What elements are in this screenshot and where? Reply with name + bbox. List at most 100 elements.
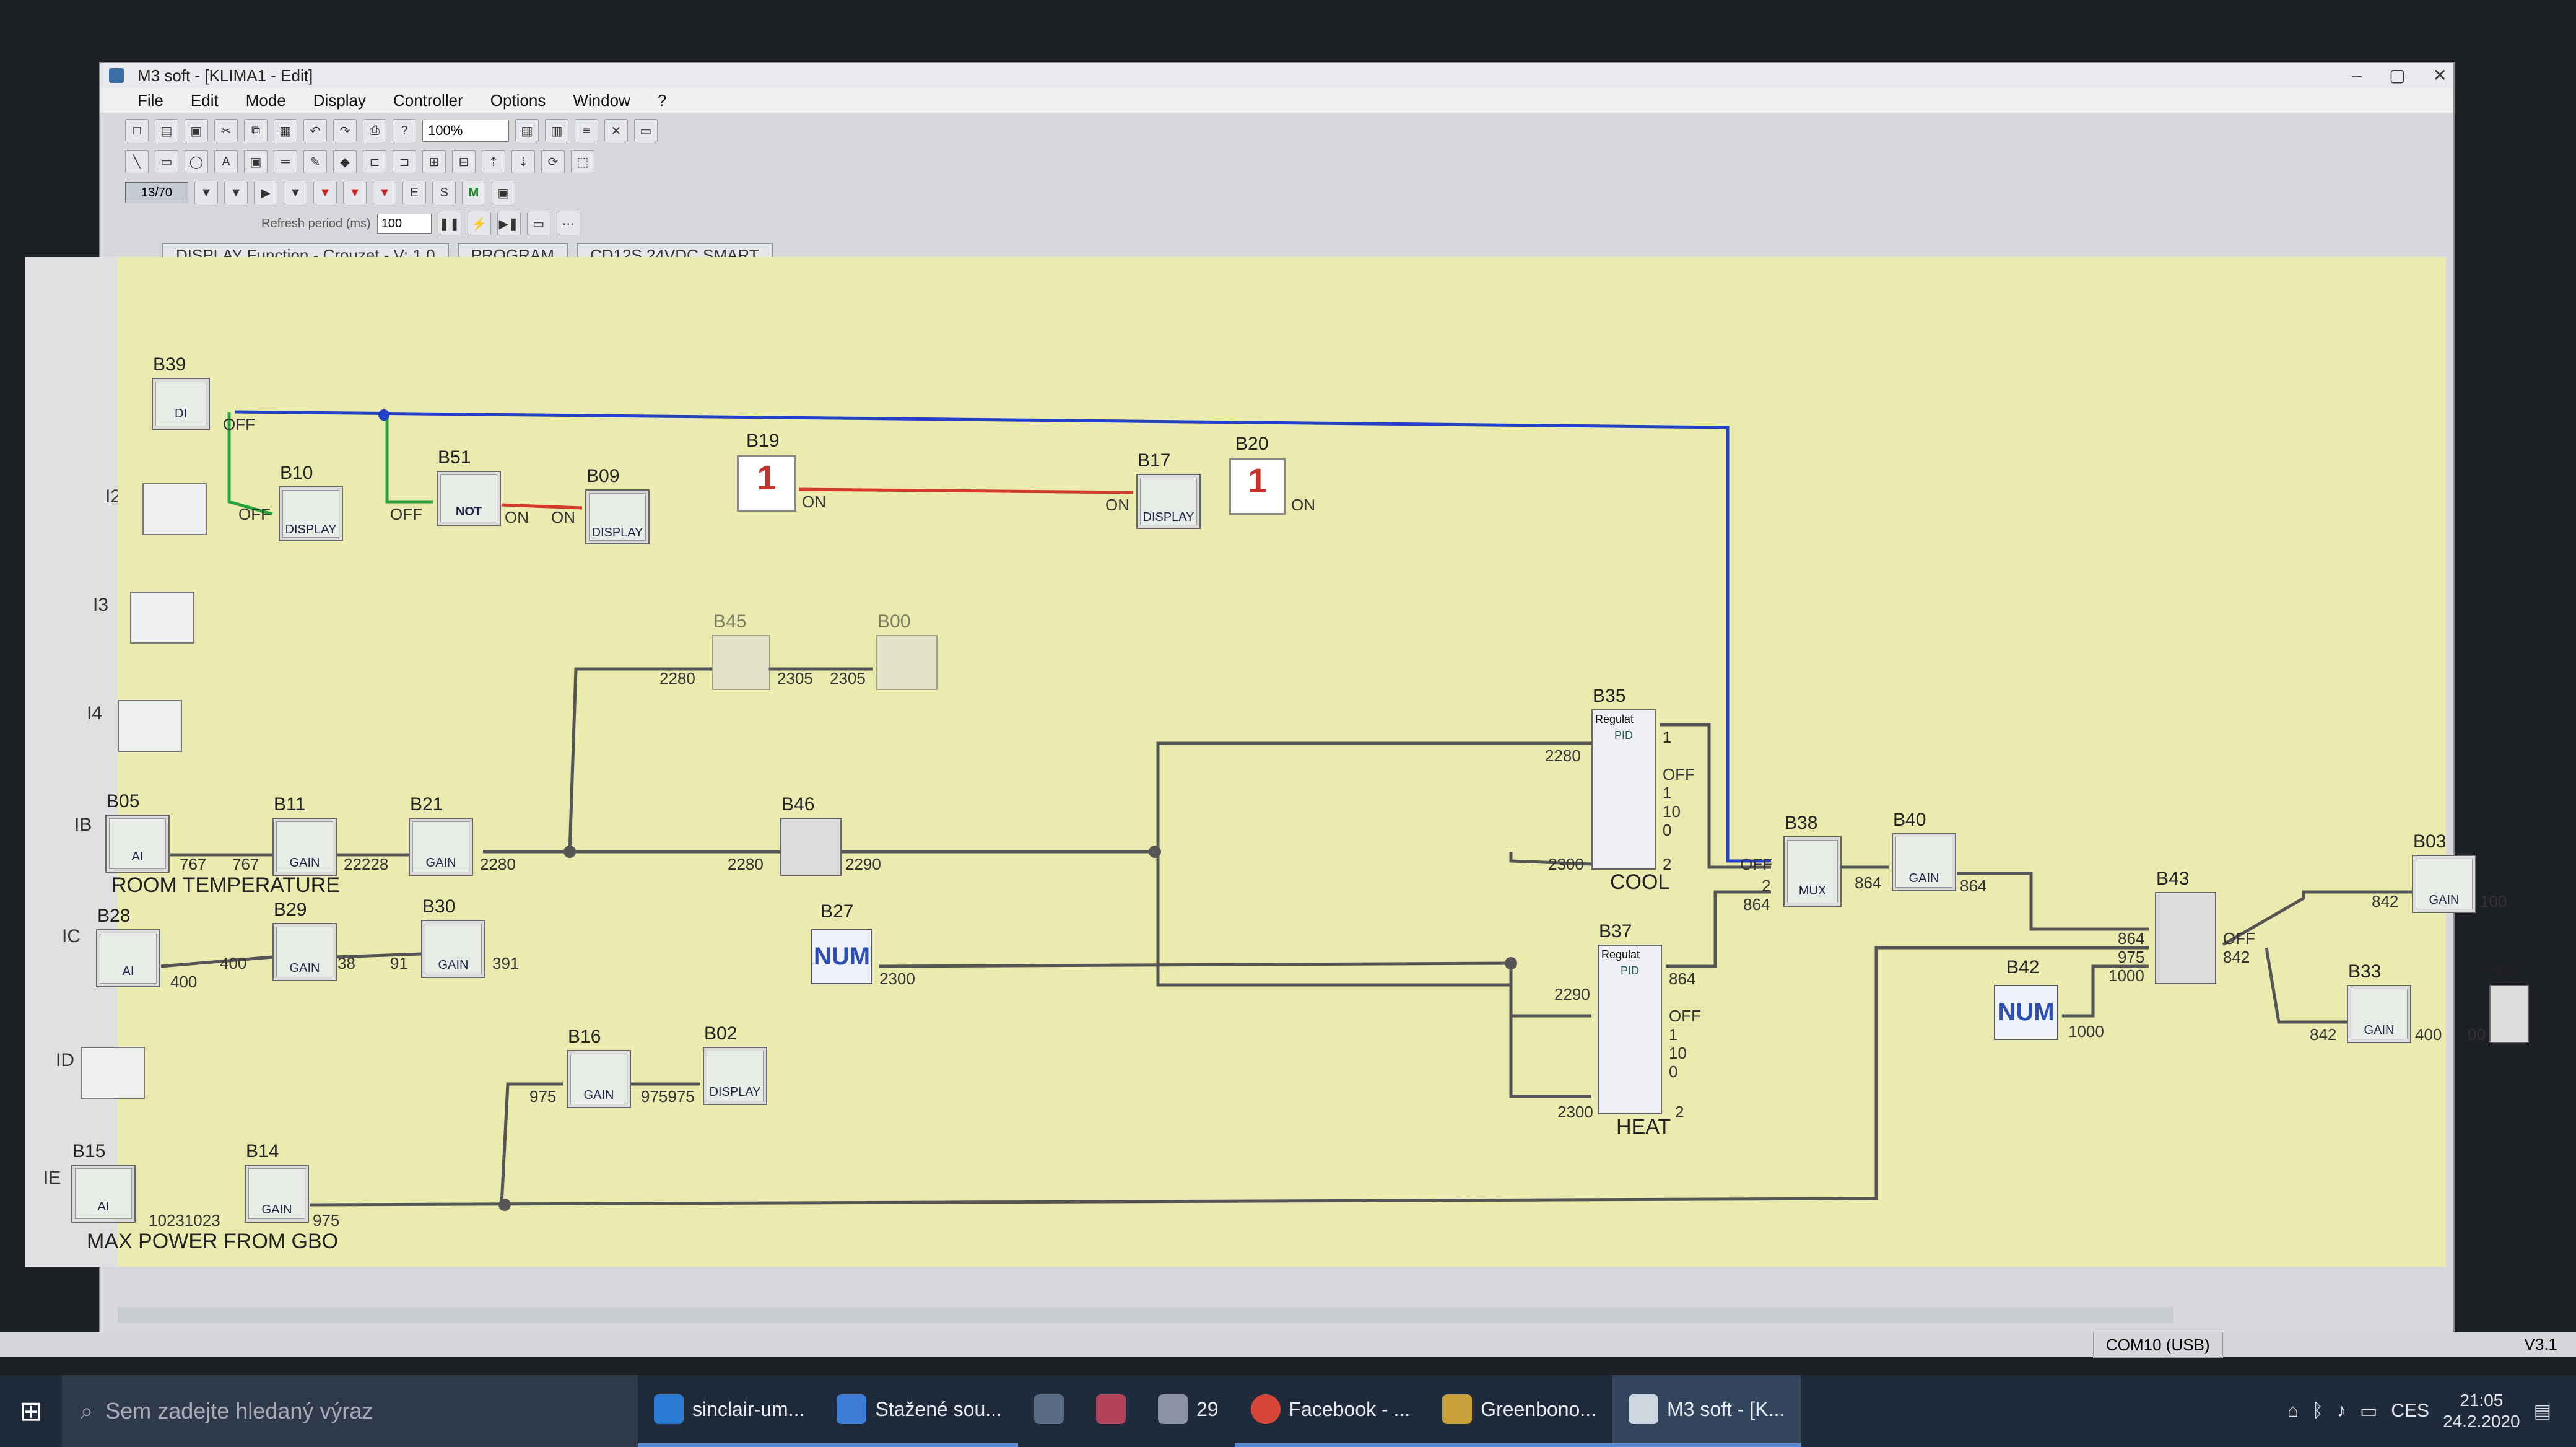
open-file-icon[interactable]: ▤ xyxy=(155,119,178,142)
block-b05[interactable]: B05 AI xyxy=(105,791,170,873)
block-b51[interactable]: B51 NOT xyxy=(437,447,501,526)
block-b40[interactable]: B40 GAIN xyxy=(1892,810,1956,891)
taskbar-item-chrome[interactable]: Facebook - ... xyxy=(1234,1375,1427,1447)
taskbar-item-mail[interactable]: 29 xyxy=(1142,1375,1235,1447)
taskbar-search[interactable]: ⌕ Sem zadejte hledaný výraz xyxy=(62,1375,638,1447)
block-b43[interactable]: B43 xyxy=(2155,868,2216,984)
new-file-icon[interactable]: □ xyxy=(125,119,149,142)
function-out-icon[interactable]: ▼ xyxy=(224,181,248,204)
refresh-period-input[interactable]: 100 xyxy=(376,214,432,234)
block-b28[interactable]: B28 AI xyxy=(96,906,160,987)
layout-icon[interactable]: ▥ xyxy=(545,119,568,142)
notification-icon[interactable]: ▤ xyxy=(2533,1401,2551,1422)
menu-options[interactable]: Options xyxy=(490,91,546,110)
monitor-mode-icon[interactable]: ▣ xyxy=(492,181,515,204)
select-icon[interactable]: ⬚ xyxy=(571,150,594,173)
block-b33[interactable]: B33 GAIN xyxy=(2347,961,2411,1043)
bluetooth-icon[interactable]: ᛒ xyxy=(2312,1401,2324,1421)
input-i2-box[interactable] xyxy=(142,483,207,535)
red-in-icon[interactable]: ▼ xyxy=(313,181,337,204)
red-out-icon[interactable]: ▼ xyxy=(343,181,367,204)
fill-color-icon[interactable]: ◆ xyxy=(333,150,357,173)
paste-icon[interactable]: ▦ xyxy=(274,119,297,142)
taskbar-item-edge[interactable]: sinclair-um... xyxy=(638,1375,821,1447)
block-b10[interactable]: B10 DISPLAY xyxy=(279,463,343,541)
group-icon[interactable]: ⊞ xyxy=(422,150,446,173)
pen-color-icon[interactable]: ✎ xyxy=(303,150,327,173)
undo-icon[interactable]: ↶ xyxy=(303,119,327,142)
ungroup-icon[interactable]: ⊟ xyxy=(452,150,476,173)
input-i3-box[interactable] xyxy=(130,592,194,644)
block-b21[interactable]: B21 GAIN xyxy=(409,794,473,876)
block-b46[interactable]: B46 xyxy=(780,794,842,876)
pause-icon[interactable]: ❚❚ xyxy=(437,212,461,235)
block-b15[interactable]: B15 AI xyxy=(71,1141,136,1223)
clock[interactable]: 21:05 24.2.2020 xyxy=(2443,1390,2520,1432)
bring-front-icon[interactable]: ⇡ xyxy=(482,150,505,173)
wire-icon[interactable]: ✕ xyxy=(604,119,628,142)
block-b19-constant[interactable]: 1 xyxy=(737,455,796,512)
step-icon[interactable]: ▶❚ xyxy=(497,212,521,235)
taskbar-item-media[interactable] xyxy=(1080,1375,1142,1447)
network-icon[interactable]: ⌂ xyxy=(2287,1401,2299,1421)
taskbar-item-store[interactable] xyxy=(1018,1375,1080,1447)
close-icon[interactable]: ✕ xyxy=(2432,66,2447,85)
m-mode-icon[interactable]: M xyxy=(462,181,485,204)
menu-file[interactable]: File xyxy=(137,91,163,110)
block-b27-num[interactable]: NUM xyxy=(811,929,872,984)
input-i4-box[interactable] xyxy=(118,700,182,752)
red-logic-icon[interactable]: ▼ xyxy=(373,181,396,204)
taskbar-item-greenbone[interactable]: Greenbono... xyxy=(1426,1375,1612,1447)
settings-icon[interactable]: ⋯ xyxy=(556,212,580,235)
sfc-icon[interactable]: ▼ xyxy=(284,181,307,204)
language-indicator[interactable]: CES xyxy=(2391,1401,2430,1421)
block-b42-num[interactable]: NUM xyxy=(1994,985,2058,1040)
maximize-icon[interactable]: ▢ xyxy=(2389,66,2406,85)
copy-icon[interactable]: ⧉ xyxy=(244,119,268,142)
save-icon[interactable]: ▣ xyxy=(185,119,208,142)
block-b35-pid[interactable]: B35 Regulat PID xyxy=(1591,686,1656,870)
menu-mode[interactable]: Mode xyxy=(245,91,286,110)
input-id-box[interactable] xyxy=(80,1047,145,1099)
menu-help[interactable]: ? xyxy=(657,91,667,110)
start-icon[interactable]: ⊞ xyxy=(19,1396,43,1427)
redo-icon[interactable]: ↷ xyxy=(333,119,357,142)
minimize-icon[interactable]: – xyxy=(2352,66,2362,85)
text-icon[interactable]: A xyxy=(214,150,238,173)
block-b11[interactable]: B11 GAIN xyxy=(272,794,337,876)
lightning-icon[interactable]: ⚡ xyxy=(467,212,491,235)
zoom-select[interactable]: 100% xyxy=(422,120,509,142)
menu-edit[interactable]: Edit xyxy=(190,91,219,110)
screen-icon[interactable]: ▭ xyxy=(526,212,550,235)
taskbar-item-m3soft[interactable]: M3 soft - [K... xyxy=(1612,1375,1801,1447)
grid-icon[interactable]: ▦ xyxy=(515,119,539,142)
block-b09[interactable]: B09 DISPLAY xyxy=(585,466,650,544)
monitor-icon[interactable]: ▭ xyxy=(634,119,658,142)
function-in-icon[interactable]: ▼ xyxy=(194,181,218,204)
block-b29[interactable]: B29 GAIN xyxy=(272,899,337,981)
logic-icon[interactable]: ▶ xyxy=(254,181,277,204)
line-style-icon[interactable]: ═ xyxy=(274,150,297,173)
block-b02[interactable]: B02 DISPLAY xyxy=(703,1023,767,1105)
block-b00[interactable]: B00 xyxy=(876,611,938,690)
align-icon[interactable]: ≡ xyxy=(575,119,598,142)
block-b39[interactable]: B39 DI xyxy=(152,354,210,430)
align-right-icon[interactable]: ⊐ xyxy=(393,150,416,173)
block-b17[interactable]: B17 DISPLAY xyxy=(1136,450,1201,529)
rect-icon[interactable]: ▭ xyxy=(155,150,178,173)
block-b14[interactable]: B14 GAIN xyxy=(245,1141,309,1223)
battery-icon[interactable]: ▭ xyxy=(2360,1401,2378,1422)
block-b45[interactable]: B45 xyxy=(712,611,770,690)
cut-icon[interactable]: ✂ xyxy=(214,119,238,142)
taskbar-item-downloads[interactable]: Stažené sou... xyxy=(820,1375,1018,1447)
ellipse-icon[interactable]: ◯ xyxy=(185,150,208,173)
block-b20-constant[interactable]: 1 xyxy=(1229,458,1286,515)
s-mode-icon[interactable]: S xyxy=(432,181,456,204)
horizontal-scrollbar[interactable] xyxy=(118,1307,2174,1323)
send-back-icon[interactable]: ⇣ xyxy=(511,150,535,173)
line-icon[interactable]: ╲ xyxy=(125,150,149,173)
align-left-icon[interactable]: ⊏ xyxy=(363,150,386,173)
volume-icon[interactable]: ♪ xyxy=(2337,1401,2347,1421)
block-b37-pid[interactable]: B37 Regulat PID xyxy=(1598,921,1662,1114)
menu-controller[interactable]: Controller xyxy=(393,91,463,110)
